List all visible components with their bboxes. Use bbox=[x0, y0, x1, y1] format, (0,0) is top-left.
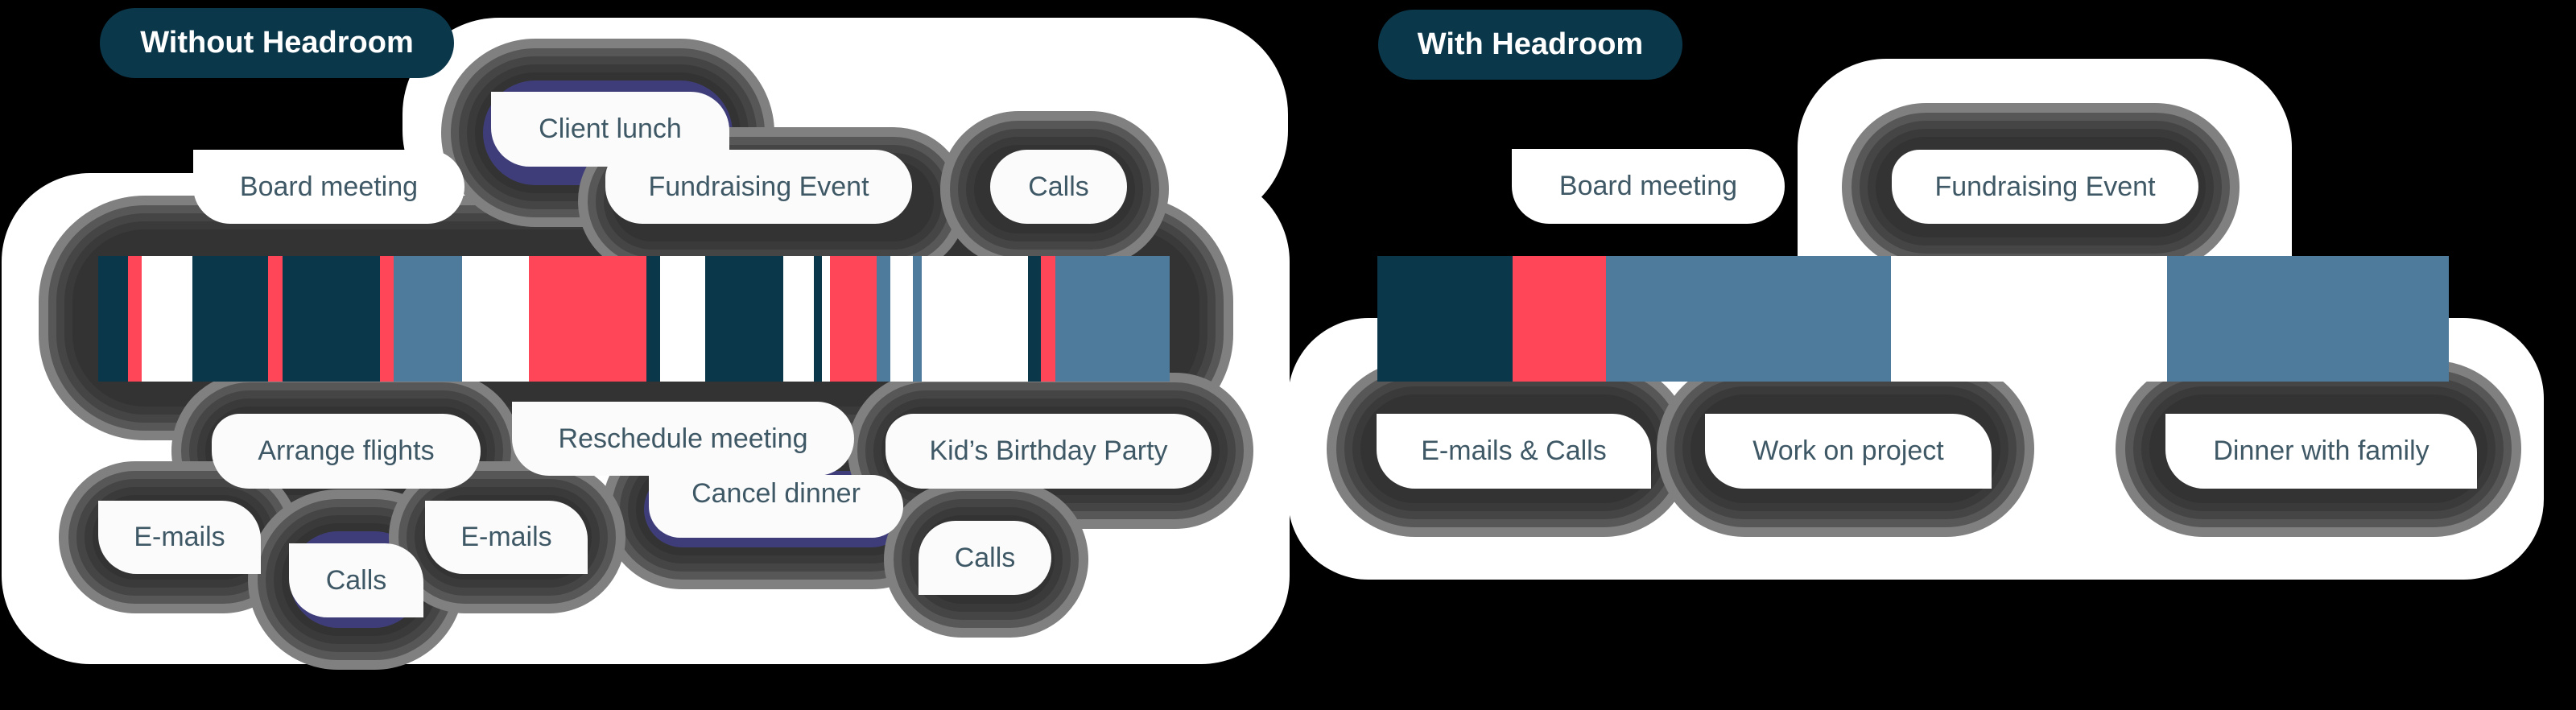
label-calls-top: Calls bbox=[990, 150, 1127, 224]
bar-segment-navy bbox=[1028, 256, 1041, 382]
bar-segment-navy bbox=[646, 256, 660, 382]
bar-segment-white bbox=[462, 256, 529, 382]
bar-segment-white bbox=[922, 256, 1028, 382]
bar-segment-white bbox=[890, 256, 913, 382]
bar-segment-steel bbox=[1055, 256, 1170, 382]
label-calls-1: Calls bbox=[289, 543, 423, 617]
label-cancel-dinner: Cancel dinner bbox=[649, 475, 903, 538]
bar-segment-red bbox=[128, 256, 142, 382]
label-emails-1: E-mails bbox=[98, 501, 261, 574]
bar-segment-red bbox=[830, 256, 877, 382]
label-emails-2: E-mails bbox=[425, 501, 588, 574]
bar-segment-steel bbox=[913, 256, 922, 382]
bar-segment-white bbox=[1891, 256, 2167, 382]
bar-segment-navy bbox=[98, 256, 128, 382]
bar-segment-red bbox=[529, 256, 646, 382]
label-work-on-project: Work on project bbox=[1705, 414, 1992, 489]
bar-segment-red bbox=[1513, 256, 1606, 382]
bar-segment-steel bbox=[2167, 256, 2449, 382]
label-arrange-flights: Arrange flights bbox=[212, 414, 481, 489]
bar-segment-navy bbox=[283, 256, 380, 382]
bar-segment-navy bbox=[705, 256, 783, 382]
bar-segment-navy bbox=[814, 256, 822, 382]
bar-segment-navy bbox=[1377, 256, 1513, 382]
label-client-lunch: Client lunch bbox=[491, 92, 729, 167]
schedule-bar-with-headroom bbox=[1377, 256, 2449, 382]
label-emails-and-calls: E-mails & Calls bbox=[1377, 414, 1651, 489]
schedule-bar-without-headroom bbox=[98, 256, 1170, 382]
bar-segment-red bbox=[380, 256, 394, 382]
title-with-headroom: With Headroom bbox=[1378, 10, 1682, 80]
label-fundraising-event: Fundraising Event bbox=[605, 150, 912, 224]
bar-segment-white bbox=[142, 256, 192, 382]
title-without-headroom: Without Headroom bbox=[100, 8, 454, 78]
bar-segment-white bbox=[822, 256, 830, 382]
bar-segment-navy bbox=[192, 256, 268, 382]
label-calls-2: Calls bbox=[919, 521, 1051, 595]
bar-segment-white bbox=[783, 256, 814, 382]
label-dinner-with-family: Dinner with family bbox=[2165, 414, 2477, 489]
bar-segment-red bbox=[1041, 256, 1055, 382]
label-kids-birthday-party: Kid’s Birthday Party bbox=[886, 414, 1212, 489]
bar-segment-steel bbox=[1606, 256, 1891, 382]
bar-segment-steel bbox=[877, 256, 890, 382]
bar-segment-red bbox=[268, 256, 283, 382]
bar-segment-steel bbox=[394, 256, 462, 382]
label-fundraising-event-right: Fundraising Event bbox=[1892, 150, 2198, 224]
label-reschedule-meeting: Reschedule meeting bbox=[512, 402, 854, 476]
label-board-meeting: Board meeting bbox=[193, 150, 464, 224]
label-board-meeting-right: Board meeting bbox=[1512, 149, 1785, 224]
bar-segment-white bbox=[660, 256, 705, 382]
